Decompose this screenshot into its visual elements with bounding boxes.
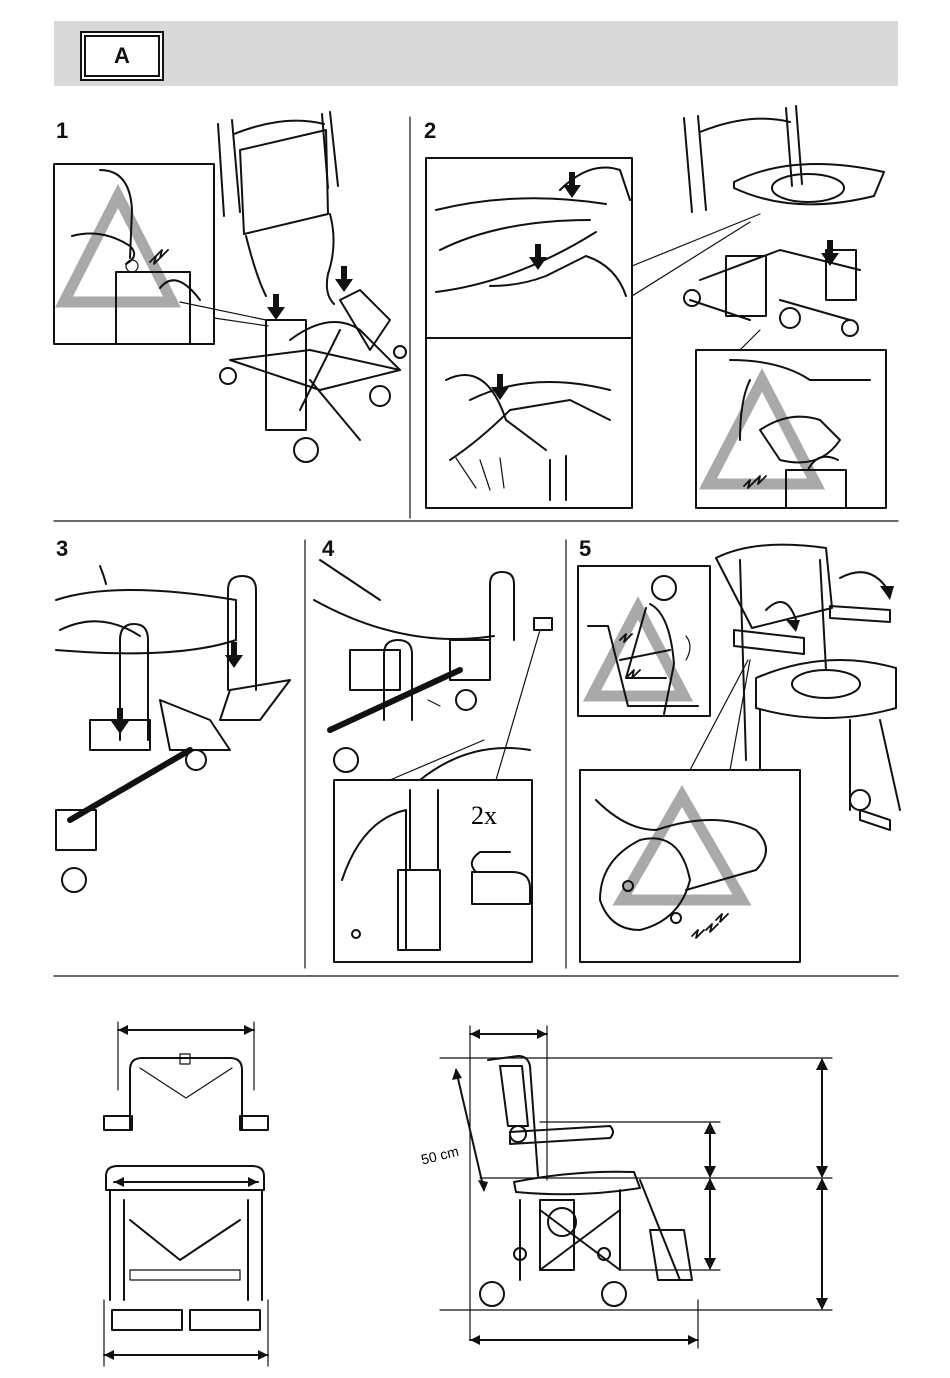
warning-triangle-icon: [622, 796, 742, 900]
pinch-spark-icon: [692, 930, 704, 938]
step-2-chair-with-seat: [684, 106, 884, 350]
step-4-armrest: [314, 560, 552, 780]
down-arrow-icon: [335, 266, 353, 292]
backrest-height-label: 50 cm: [419, 1143, 460, 1168]
step-2-warning-box: [696, 350, 886, 508]
step-1-detail-box: [54, 164, 268, 344]
warning-triangle-icon: [64, 196, 172, 302]
rotate-arrow-icon: [686, 636, 690, 660]
side-view-chair: [440, 1026, 832, 1348]
down-arrow-icon: [111, 708, 129, 734]
down-arrow-icon: [491, 374, 509, 400]
rotate-arrow-icon: [840, 572, 888, 590]
step-3-footrest: [56, 566, 290, 892]
down-arrow-icon: [821, 240, 839, 266]
front-view-chair: [104, 1022, 268, 1366]
step-2-detail-box: [426, 158, 760, 508]
step-5-posture-box: [578, 566, 710, 716]
step-1-chair-frame: [218, 112, 406, 462]
repeat-count-label: 2x: [471, 801, 497, 830]
step-5-chair: [716, 545, 900, 830]
down-arrow-icon: [267, 294, 285, 320]
